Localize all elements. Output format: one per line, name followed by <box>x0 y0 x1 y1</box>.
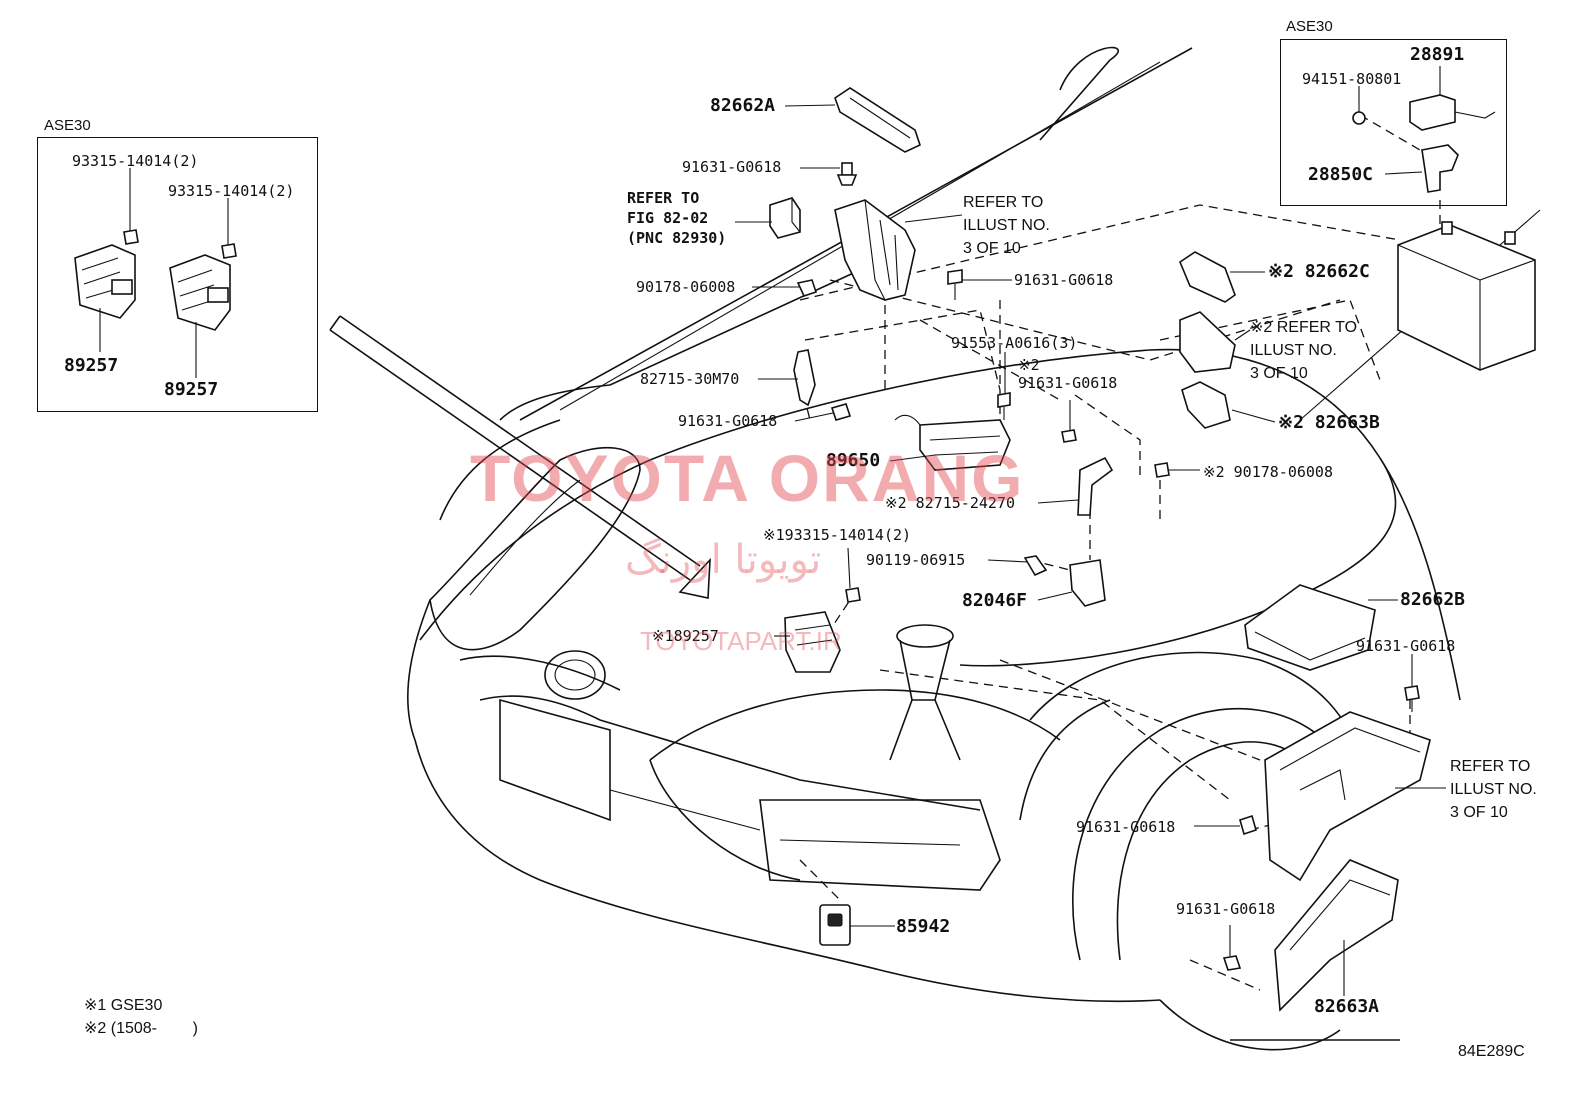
label-82662A: 82662A <box>710 95 776 116</box>
label-89257-mid: ※189257 <box>652 627 719 645</box>
inset-box-right <box>1280 39 1507 206</box>
label-82046F: 82046F <box>962 590 1028 611</box>
inset-left-module-a: 89257 <box>64 355 119 376</box>
inset-right-bracket: 28850C <box>1308 164 1374 185</box>
inset-right-sensor: 28891 <box>1410 44 1465 65</box>
label-82663A: 82663A <box>1314 996 1380 1017</box>
label-91631-b: 91631-G0618 <box>1014 271 1114 289</box>
inset-left-bolt-b: 93315-14014(2) <box>168 182 295 200</box>
label-82663B: ※2 82663B <box>1278 412 1380 433</box>
leader-lines <box>735 104 1446 996</box>
inset-left-module-b: 89257 <box>164 379 219 400</box>
label-91631-e: 91631-G0618 <box>1356 637 1456 655</box>
label-91631-d: 91631-G0618 <box>1018 374 1118 392</box>
label-90178-a: 90178-06008 <box>636 278 736 296</box>
label-91631-top: 91631-G0618 <box>682 158 782 176</box>
label-91631-c: 91631-G0618 <box>678 412 778 430</box>
label-82662B: 82662B <box>1400 589 1466 610</box>
left-inset-parts <box>74 168 237 378</box>
footnote-2: ※2 (1508- ) <box>84 1020 198 1037</box>
inset-box-left <box>37 137 318 412</box>
label-82715-24270: ※2 82715-24270 <box>885 494 1015 512</box>
label-91631-f: 91631-G0618 <box>1076 818 1176 836</box>
inset-right-title: ASE30 <box>1286 18 1333 35</box>
diagram-code: 84E289C <box>1458 1043 1525 1060</box>
right-inset-parts <box>1352 66 1496 193</box>
label-82715-30M70: 82715-30M70 <box>640 370 740 388</box>
footnote-1: ※1 GSE30 <box>84 997 163 1014</box>
label-82662C: ※2 82662C <box>1268 261 1370 282</box>
label-91631-g: 91631-G0618 <box>1176 900 1276 918</box>
label-refer-fig: REFER TO FIG 82-02 (PNC 82930) <box>627 189 727 247</box>
parts <box>769 87 1536 1012</box>
label-89650: 89650 <box>826 450 881 471</box>
label-refer-illust-3: REFER TO ILLUST NO. 3 OF 10 <box>1450 758 1537 821</box>
label-90178-b: ※2 90178-06008 <box>1203 463 1333 481</box>
label-refer-illust-1: REFER TO ILLUST NO. 3 OF 10 <box>963 194 1050 257</box>
label-85942: 85942 <box>896 916 951 937</box>
direction-arrow <box>329 315 711 599</box>
inset-right-nut: 94151-80801 <box>1302 70 1402 88</box>
label-91553: 91553-A0616(3) <box>951 334 1078 352</box>
inset-left-title: ASE30 <box>44 117 91 134</box>
car-body-outline <box>407 46 1541 1051</box>
label-refer-illust-2: ※2 REFER TO ILLUST NO. 3 OF 10 <box>1250 319 1358 382</box>
label-91631-d-mark: ※2 <box>1018 356 1040 374</box>
inset-left-bolt-a: 93315-14014(2) <box>72 152 199 170</box>
label-90119: 90119-06915 <box>866 551 966 569</box>
label-93315-mid: ※193315-14014(2) <box>763 526 912 544</box>
